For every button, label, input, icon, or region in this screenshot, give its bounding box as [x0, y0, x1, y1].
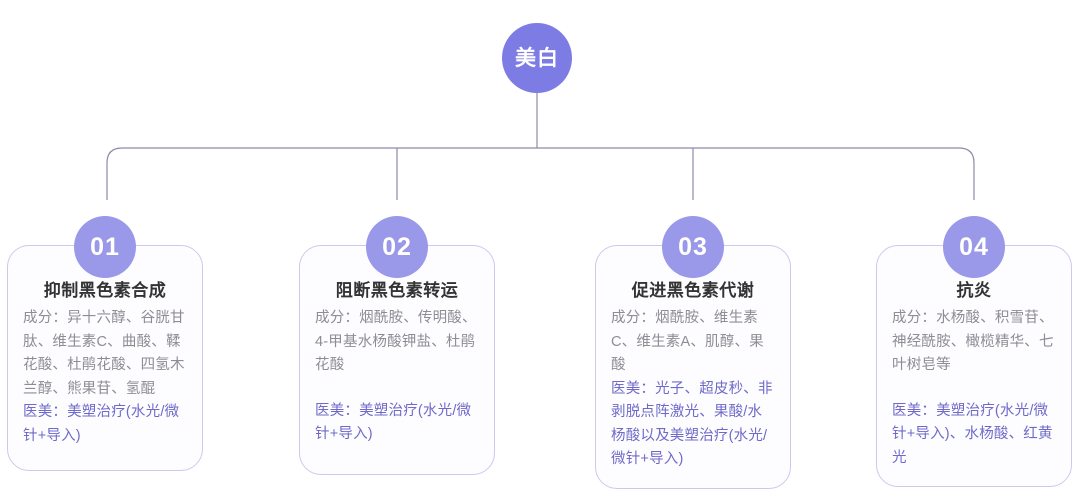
branch-01[interactable]: 01 抑制黑色素合成 成分：异十六醇、谷胱甘肽、维生素C、曲酸、鞣花酸、杜鹃花酸… — [7, 216, 203, 471]
branch-card[interactable]: 01 抑制黑色素合成 成分：异十六醇、谷胱甘肽、维生素C、曲酸、鞣花酸、杜鹃花酸… — [7, 216, 203, 471]
branch-card[interactable]: 04 抗炎 成分：水杨酸、积雪苷、神经酰胺、橄榄精华、七叶树皂等 医美：美塑治疗… — [876, 216, 1072, 488]
branch-title: 阻断黑色素转运 — [335, 281, 459, 300]
branch-body: 成分：水杨酸、积雪苷、神经酰胺、橄榄精华、七叶树皂等 医美：美塑治疗(水光/微针… — [892, 307, 1056, 470]
horizontal-bus-line — [106, 147, 975, 200]
root-node-label: 美白 — [515, 46, 559, 70]
branch-number-badge: 03 — [662, 216, 724, 278]
branch-treatment: 医美：光子、超皮秒、非剥脱点阵激光、果酸/水杨酸以及美塑治疗(水光/微针+导入) — [611, 380, 773, 468]
branch-card[interactable]: 03 促进黑色素代谢 成分：烟酰胺、维生素C、维生素A、肌醇、果酸 医美：光子、… — [595, 216, 791, 489]
branch-treatment: 医美：美塑治疗(水光/微针+导入)、水杨酸、红黄光 — [892, 402, 1053, 466]
body-spacer — [892, 378, 1056, 400]
branch-card[interactable]: 02 阻断黑色素转运 成分：烟酰胺、传明酸、4-甲基水杨酸钾盐、杜鹃花酸 医美：… — [299, 216, 495, 475]
branch-03[interactable]: 03 促进黑色素代谢 成分：烟酰胺、维生素C、维生素A、肌醇、果酸 医美：光子、… — [595, 216, 791, 489]
branch-title: 抗炎 — [956, 281, 992, 300]
branch-treatment: 医美：美塑治疗(水光/微针+导入) — [315, 402, 472, 443]
branch-number-badge: 02 — [366, 216, 428, 278]
branch-ingredients: 成分：水杨酸、积雪苷、神经酰胺、橄榄精华、七叶树皂等 — [892, 310, 1054, 374]
branch-treatment: 医美：美塑治疗(水光/微针+导入) — [23, 404, 180, 444]
branch-title: 抑制黑色素合成 — [43, 281, 167, 300]
root-node-whitening[interactable]: 美白 — [502, 23, 572, 93]
branch-ingredients: 成分：烟酰胺、传明酸、4-甲基水杨酸钾盐、杜鹃花酸 — [315, 310, 477, 374]
branch-04[interactable]: 04 抗炎 成分：水杨酸、积雪苷、神经酰胺、橄榄精华、七叶树皂等 医美：美塑治疗… — [876, 216, 1072, 488]
branch-number-badge: 04 — [943, 216, 1005, 278]
branch-number-label: 03 — [678, 232, 708, 261]
branch-number-label: 04 — [959, 232, 989, 261]
body-spacer — [315, 378, 479, 400]
branch-02[interactable]: 02 阻断黑色素转运 成分：烟酰胺、传明酸、4-甲基水杨酸钾盐、杜鹃花酸 医美：… — [299, 216, 495, 475]
branch-body: 成分：烟酰胺、传明酸、4-甲基水杨酸钾盐、杜鹃花酸 医美：美塑治疗(水光/微针+… — [315, 307, 479, 446]
branch-number-label: 01 — [90, 232, 120, 261]
branch-number-badge: 01 — [74, 216, 136, 278]
branch-title: 促进黑色素代谢 — [631, 281, 755, 300]
branch-ingredients: 成分：异十六醇、谷胱甘肽、维生素C、曲酸、鞣花酸、杜鹃花酸、四氢木兰醇、熊果苷、… — [23, 310, 185, 397]
branch-number-label: 02 — [382, 232, 412, 261]
branch-body: 成分：烟酰胺、维生素C、维生素A、肌醇、果酸 医美：光子、超皮秒、非剥脱点阵激光… — [611, 307, 775, 471]
branch-ingredients: 成分：烟酰胺、维生素C、维生素A、肌醇、果酸 — [611, 310, 764, 374]
branch-body: 成分：异十六醇、谷胱甘肽、维生素C、曲酸、鞣花酸、杜鹃花酸、四氢木兰醇、熊果苷、… — [23, 307, 187, 448]
